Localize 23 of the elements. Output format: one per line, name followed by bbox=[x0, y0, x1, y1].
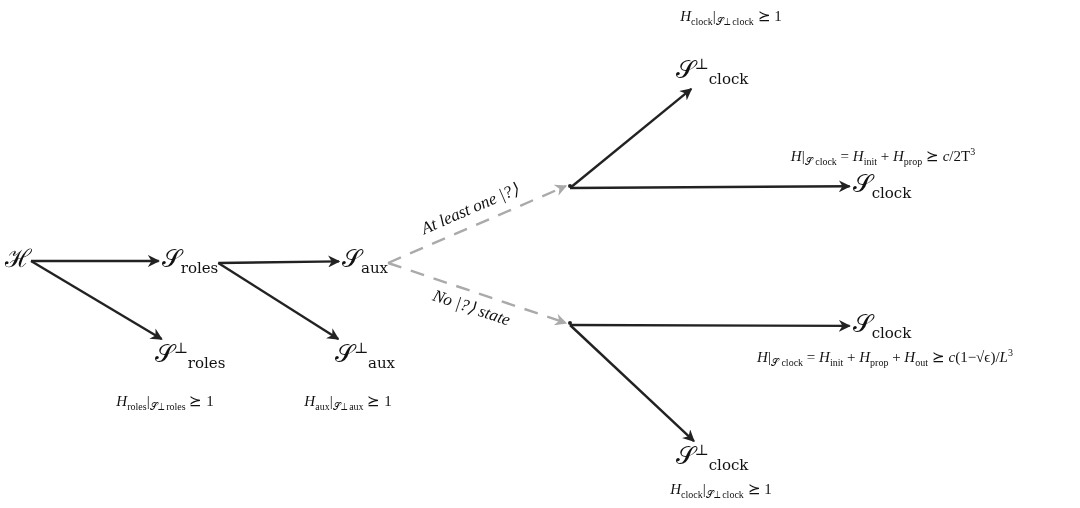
inequality-label: H$_{clock}$|$_{𝒮⊥ clock}$ ⪰ 1 bbox=[680, 6, 782, 28]
arrow bbox=[30, 259, 163, 341]
junction-point bbox=[568, 321, 572, 325]
set-symbol: 𝒮$_{roles}$ bbox=[161, 245, 219, 277]
arrow bbox=[569, 324, 695, 442]
set-symbol: 𝒮$_{clock}$ bbox=[852, 310, 912, 342]
inequality-label: H|$_{𝒮 clock}$ = H$_{init}$ + H$_{prop}$ + H$_{out}$ ⪰ c(1−√ϵ)/L$^{3}$ bbox=[757, 347, 1013, 369]
arrow bbox=[569, 88, 693, 189]
arrow bbox=[31, 255, 160, 267]
inequality-label: H|$_{𝒮 clock}$ = H$_{init}$ + H$_{prop}$ ⪰ c/2T$^{3}$ bbox=[790, 146, 976, 168]
arrow bbox=[218, 255, 341, 268]
set-symbol: 𝒮$_{aux}$ bbox=[341, 245, 389, 277]
arrow bbox=[570, 319, 851, 332]
set-symbol: 𝒮$_{clock}$ bbox=[852, 170, 912, 202]
dashed-arrow bbox=[387, 184, 568, 265]
arrow bbox=[217, 262, 340, 341]
dashed-arrow bbox=[387, 261, 568, 326]
inequality-label: H$_{clock}$|$_{𝒮⊥ clock}$ ⪰ 1 bbox=[670, 479, 772, 501]
junction-point bbox=[568, 184, 572, 188]
arrow bbox=[570, 180, 851, 193]
inequality-label: H$_{aux}$|$_{𝒮⊥ aux}$ ⪰ 1 bbox=[304, 391, 392, 413]
inequality-label: H$_{roles}$|$_{𝒮⊥ roles}$ ⪰ 1 bbox=[116, 391, 214, 413]
set-symbol: ℋ bbox=[5, 245, 31, 273]
